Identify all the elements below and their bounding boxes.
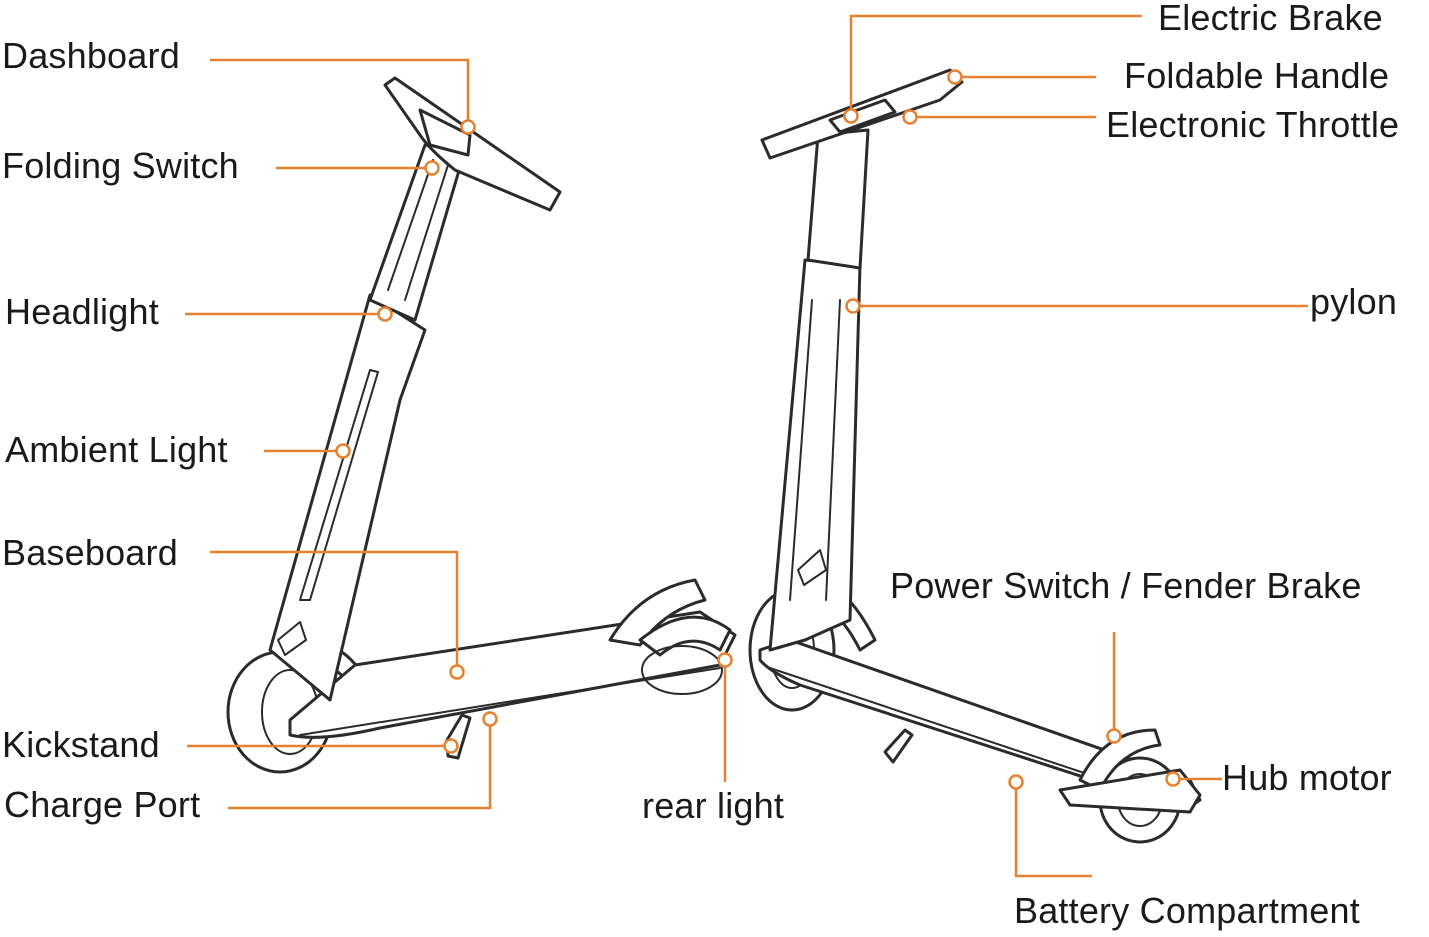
label-charge-port: Charge Port bbox=[4, 784, 201, 825]
label-ambient-light: Ambient Light bbox=[5, 429, 228, 470]
label-hub-motor: Hub motor bbox=[1222, 757, 1392, 798]
label-electric-brake: Electric Brake bbox=[1158, 0, 1383, 38]
right-scooter bbox=[748, 68, 1202, 844]
leader-dots-left bbox=[335, 119, 733, 754]
label-dashboard: Dashboard bbox=[2, 35, 180, 76]
label-baseboard: Baseboard bbox=[2, 532, 178, 573]
label-folding-switch: Folding Switch bbox=[2, 145, 239, 186]
label-rear-light: rear light bbox=[642, 785, 785, 826]
label-pylon: pylon bbox=[1310, 281, 1398, 322]
label-power-switch-fender-brake: Power Switch / Fender Brake bbox=[890, 565, 1362, 606]
left-scooter bbox=[226, 76, 737, 774]
label-headlight: Headlight bbox=[5, 291, 159, 332]
leader-dots-right bbox=[843, 69, 1181, 790]
label-battery-compartment: Battery Compartment bbox=[1014, 890, 1360, 931]
label-foldable-handle: Foldable Handle bbox=[1124, 55, 1390, 96]
label-kickstand: Kickstand bbox=[2, 724, 160, 765]
leader-lines-left bbox=[185, 58, 727, 810]
leader-lines-right bbox=[849, 14, 1308, 878]
label-electronic-throttle: Electronic Throttle bbox=[1106, 104, 1400, 145]
